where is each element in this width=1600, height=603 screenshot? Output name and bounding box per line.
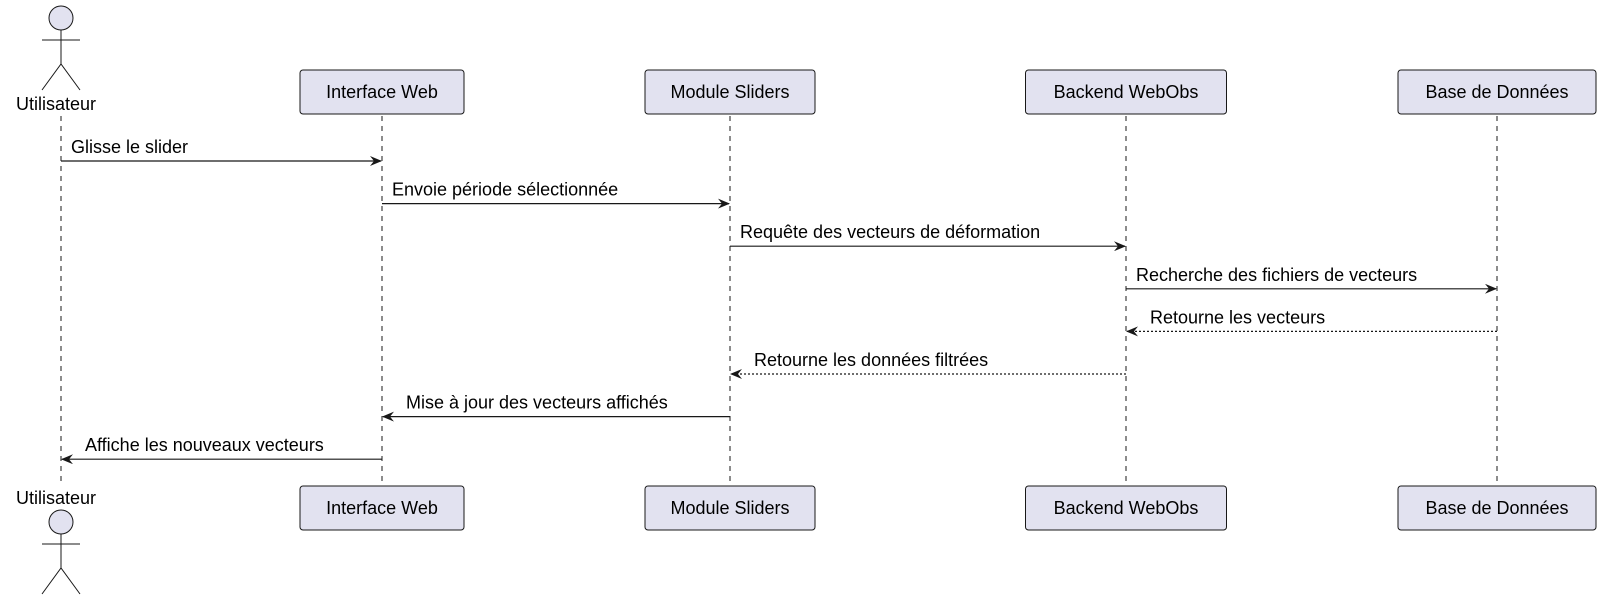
- message-7: Mise à jour des vecteurs affichés: [382, 393, 730, 422]
- participant-label: Interface Web: [326, 498, 438, 518]
- participant-label: Module Sliders: [670, 82, 789, 102]
- message-6: Retourne les données filtrées: [730, 350, 1126, 379]
- message-label: Envoie période sélectionnée: [392, 180, 618, 200]
- actor-legs: [41, 567, 81, 595]
- participant-box: [1397, 485, 1597, 531]
- participant-box: [299, 485, 465, 531]
- participant-label: Backend WebObs: [1054, 82, 1199, 102]
- participant-box: [1397, 69, 1597, 115]
- message-5: Retourne les vecteurs: [1126, 307, 1497, 337]
- participant-box: [644, 485, 816, 531]
- participant-backend-bottom: Backend WebObs: [1025, 485, 1227, 531]
- participant-box: [299, 69, 465, 115]
- actor-legs: [41, 63, 81, 91]
- participant-web-bottom: Interface Web: [299, 485, 465, 531]
- participant-box: [1025, 485, 1227, 531]
- message-3: Requête des vecteurs de déformation: [730, 222, 1126, 252]
- message-4: Recherche des fichiers de vecteurs: [1126, 265, 1497, 294]
- actor-head: [48, 509, 74, 535]
- actor-head: [48, 5, 74, 31]
- participant-sliders-top: Module Sliders: [644, 69, 816, 115]
- actor-label-user-top: Utilisateur: [16, 94, 96, 114]
- message-label: Glisse le slider: [71, 137, 188, 157]
- participant-label: Base de Données: [1425, 82, 1568, 102]
- actor-label-user-bottom: Utilisateur: [16, 488, 96, 508]
- participant-db-bottom: Base de Données: [1397, 485, 1597, 531]
- message-label: Retourne les données filtrées: [754, 350, 988, 370]
- message-label: Recherche des fichiers de vecteurs: [1136, 265, 1417, 285]
- participant-backend-top: Backend WebObs: [1025, 69, 1227, 115]
- participant-db-top: Base de Données: [1397, 69, 1597, 115]
- message-label: Mise à jour des vecteurs affichés: [406, 393, 668, 413]
- participant-label: Backend WebObs: [1054, 498, 1199, 518]
- message-label: Retourne les vecteurs: [1150, 307, 1325, 327]
- participant-box: [1025, 69, 1227, 115]
- message-label: Affiche les nouveaux vecteurs: [85, 435, 324, 455]
- participant-sliders-bottom: Module Sliders: [644, 485, 816, 531]
- actor-user-bottom: [41, 509, 81, 595]
- participant-label: Module Sliders: [670, 498, 789, 518]
- actor-user-top: [41, 5, 81, 91]
- message-8: Affiche les nouveaux vecteurs: [61, 435, 382, 465]
- participant-box: [644, 69, 816, 115]
- message-1: Glisse le slider: [61, 137, 382, 166]
- participant-web-top: Interface Web: [299, 69, 465, 115]
- message-2: Envoie période sélectionnée: [382, 180, 730, 209]
- message-label: Requête des vecteurs de déformation: [740, 222, 1040, 242]
- participant-label: Base de Données: [1425, 498, 1568, 518]
- participant-label: Interface Web: [326, 82, 438, 102]
